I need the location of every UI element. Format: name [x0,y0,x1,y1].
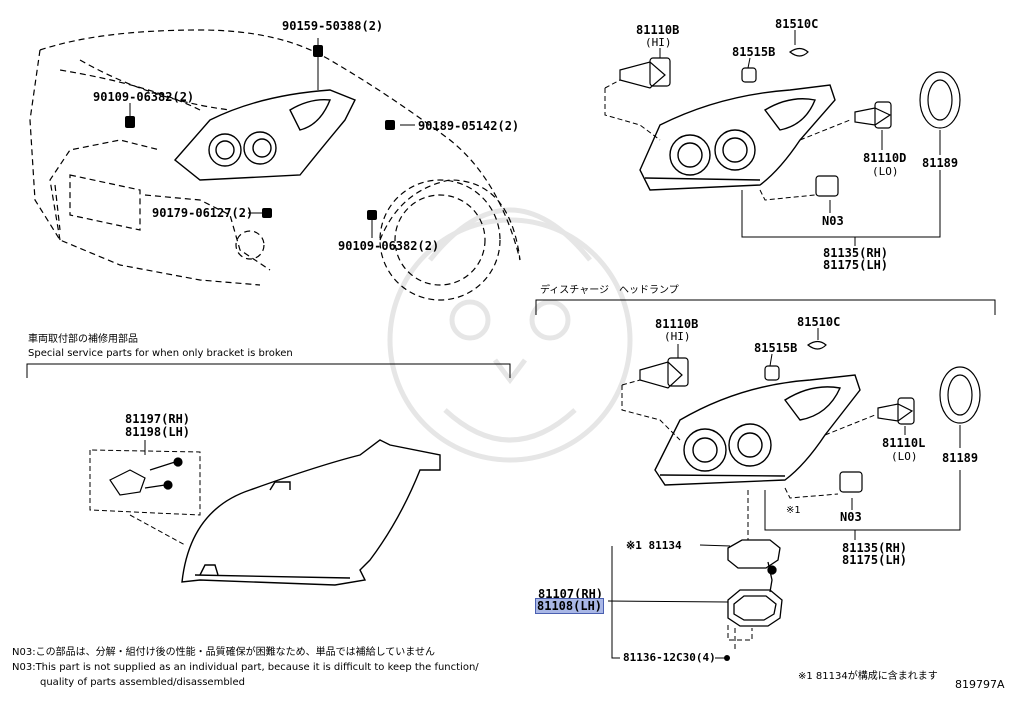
discharge-dashed-guides [621,379,876,650]
discharge-footnote: ※1 81134が構成に含まれます [798,671,938,682]
note-n03-en-line2: quality of parts assembled/disassembled [40,677,245,688]
discharge-ballast-rh[interactable]: 81107(RH) [538,587,604,601]
note-n03-jp: N03:この部品は、分解・組付け後の性能・品質確保が困難なため、単品では補給して… [12,647,435,658]
discharge-gasket-part[interactable]: ※1 81134 [626,539,682,552]
top-socket-part[interactable]: 81515B [732,45,776,59]
top-bulb-hi-tag: (HI) [645,36,672,49]
discharge-cover-part[interactable]: 81189 [942,451,979,465]
discharge-housing-rh[interactable]: 81135(RH) [842,541,908,555]
overview-fasteners [125,45,395,220]
callout-bolt-left[interactable]: 90109-06382(2) [93,90,195,104]
top-dashed-guides [604,79,851,201]
discharge-frame [535,299,996,315]
top-bulb-hi-part[interactable]: 81110B [636,23,680,37]
callout-nut-right[interactable]: 90189-05142(2) [418,119,520,133]
top-cover-part[interactable]: 81189 [922,156,959,170]
callout-clip-lower[interactable]: 90179-06127(2) [152,206,254,220]
bracket-parts-box [89,449,201,546]
discharge-leader-lines [607,328,961,659]
discharge-headlamp-assembly [654,374,861,486]
overview-headlamp [173,89,356,181]
note-n03-en-line1: N03:This part is not supplied as an indi… [12,662,479,673]
diagram-id: 819797A [955,678,1005,691]
discharge-section-title: ディスチャージ ヘッドランプ [540,285,679,296]
top-housing-lh[interactable]: 81175(LH) [823,258,889,272]
discharge-housing-lh[interactable]: 81175(LH) [842,553,908,567]
discharge-screw-part[interactable]: 81136-12C30(4) [623,651,716,664]
discharge-bulb-hi-tag: (HI) [664,330,691,343]
discharge-star-mark: ※1 [786,505,801,516]
top-bulbs [619,47,961,197]
callout-bolt-top[interactable]: 90159-50388(2) [282,19,384,33]
bracket-part-rh[interactable]: 81197(RH) [125,412,191,426]
discharge-socket-part[interactable]: 81515B [754,341,798,355]
top-headlamp-assembly [639,84,836,191]
discharge-bulb-lo-part[interactable]: 81110L [882,436,926,450]
discharge-actuator-n03[interactable]: N03 [840,510,862,524]
car-front-overview [29,29,521,301]
bracket-title-en: Special service parts for when only brac… [28,348,293,359]
discharge-bulb-hi-part[interactable]: 81110B [655,317,699,331]
top-leader-lines [659,30,941,246]
top-bulb-lo-part[interactable]: 81110D [863,151,907,165]
bracket-title-jp: 車両取付部の補修用部品 [28,334,138,345]
discharge-cap-part[interactable]: 81510C [797,315,841,329]
discharge-ballast-lh[interactable]: 81108(LH) [534,598,605,614]
screw-marker [724,655,730,661]
top-bulb-lo-tag: (LO) [872,165,899,178]
top-cap-part[interactable]: 81510C [775,17,819,31]
top-housing-rh[interactable]: 81135(RH) [823,246,889,260]
bracket-frame [26,363,511,378]
bracket-clip-parts [109,457,183,496]
callout-bolt-lower[interactable]: 90109-06382(2) [338,239,440,253]
bracket-part-lh[interactable]: 81198(LH) [125,425,191,439]
bracket-lamp-outline [181,439,441,586]
top-actuator-n03[interactable]: N03 [822,214,844,228]
ballast-lh-highlight[interactable]: 81108(LH) [534,598,605,614]
discharge-ballast [727,539,783,627]
discharge-bulb-lo-tag: (LO) [891,450,918,463]
